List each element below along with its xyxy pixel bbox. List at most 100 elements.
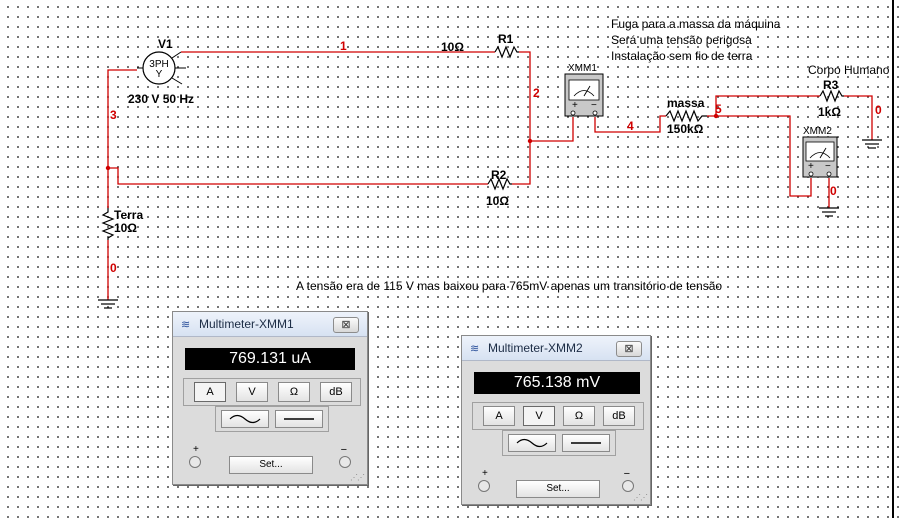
mode-button-decibel[interactable]: dB bbox=[320, 382, 352, 402]
close-icon[interactable]: ⊠ bbox=[333, 317, 359, 333]
wire-bottom bbox=[108, 167, 488, 185]
close-icon[interactable]: ⊠ bbox=[616, 341, 642, 357]
negative-terminal-icon[interactable] bbox=[339, 456, 351, 468]
multimeter-display: 769.131 uA bbox=[185, 348, 355, 370]
mode-button-group: A V Ω dB bbox=[183, 378, 361, 406]
mode-button-decibel[interactable]: dB bbox=[603, 406, 635, 426]
meter-xmm1-name: XMM1 bbox=[568, 63, 597, 74]
multimeter-title: Multimeter-XMM1 bbox=[199, 317, 294, 331]
resistor-massa[interactable]: massa 150kΩ bbox=[665, 96, 707, 136]
negative-terminal-icon[interactable] bbox=[622, 480, 634, 492]
resistor-r2[interactable]: R2 10Ω bbox=[486, 168, 512, 208]
wire-net-5 bbox=[707, 95, 820, 117]
positive-terminal-icon[interactable] bbox=[478, 480, 490, 492]
resistor-r3-name: R3 bbox=[823, 78, 839, 92]
resistor-massa-name: massa bbox=[667, 96, 705, 110]
resistor-r2-name: R2 bbox=[491, 168, 507, 182]
dc-wave-button[interactable] bbox=[275, 410, 323, 428]
resize-grip-icon[interactable]: ⋰⋰ bbox=[633, 493, 648, 502]
svg-text:−: − bbox=[825, 161, 831, 172]
junction-dot bbox=[527, 138, 533, 144]
resistor-r1[interactable]: R1 10Ω bbox=[441, 32, 519, 59]
multimeter-titlebar[interactable]: ≋ Multimeter-XMM2 ⊠ bbox=[462, 336, 650, 361]
mode-button-ohm[interactable]: Ω bbox=[563, 406, 595, 426]
ac-wave-button[interactable] bbox=[221, 410, 269, 428]
signal-type-group bbox=[215, 406, 329, 432]
source-name: V1 bbox=[158, 37, 173, 51]
sine-wave-icon bbox=[229, 414, 261, 424]
net-label: 0 bbox=[830, 184, 837, 198]
negative-terminal-label: − bbox=[623, 468, 630, 480]
net-label: 0 bbox=[110, 261, 117, 275]
note-line: Fuga para a massa da máquina bbox=[611, 17, 781, 31]
set-button[interactable]: Set... bbox=[516, 480, 600, 498]
dc-line-icon bbox=[571, 442, 601, 444]
mode-button-volt[interactable]: V bbox=[236, 382, 268, 402]
positive-terminal-label: + bbox=[482, 468, 488, 479]
signal-type-group bbox=[502, 430, 616, 456]
junction-dot bbox=[105, 165, 111, 171]
resistor-terra-name: Terra bbox=[114, 208, 143, 222]
resistor-terra[interactable]: Terra 10Ω bbox=[101, 208, 143, 240]
net-label: 4 bbox=[627, 119, 634, 133]
positive-terminal-icon[interactable] bbox=[189, 456, 201, 468]
multimeter-display: 765.138 mV bbox=[474, 372, 640, 394]
junctions bbox=[105, 113, 719, 171]
note-line: Será uma tensão perigosa bbox=[611, 33, 752, 47]
svg-text:+: + bbox=[808, 161, 814, 172]
meter-xmm2-symbol[interactable]: + − XMM2 bbox=[802, 126, 838, 178]
ground-icon bbox=[862, 139, 882, 149]
mode-button-ampere[interactable]: A bbox=[194, 382, 226, 402]
net-label: 2 bbox=[533, 86, 540, 100]
negative-terminal-label: − bbox=[340, 444, 347, 456]
source-value: 230 V 50 Hz bbox=[128, 92, 194, 106]
net-label: 3 bbox=[110, 108, 117, 122]
canvas-right-border bbox=[892, 0, 894, 518]
resistor-r3[interactable]: R3 1kΩ bbox=[818, 78, 844, 119]
multimeter-window-xmm1[interactable]: ≋ Multimeter-XMM1 ⊠ 769.131 uA A V Ω dB … bbox=[172, 311, 368, 485]
wire-net-2 bbox=[512, 51, 531, 185]
mode-button-group: A V Ω dB bbox=[472, 402, 644, 430]
ground-icon bbox=[819, 207, 839, 217]
wire-net-4 bbox=[594, 115, 666, 133]
net-label: 1 bbox=[340, 39, 347, 53]
caption-text: A tensão era de 115 V mas baixou para 76… bbox=[296, 279, 722, 293]
source-v1[interactable]: 3PH Y V1 230 V 50 Hz bbox=[128, 37, 194, 106]
mode-button-ampere[interactable]: A bbox=[483, 406, 515, 426]
resistor-terra-value: 10Ω bbox=[114, 221, 137, 235]
multimeter-window-xmm2[interactable]: ≋ Multimeter-XMM2 ⊠ 765.138 mV A V Ω dB … bbox=[461, 335, 651, 505]
multimeter-logo-icon: ≋ bbox=[181, 319, 191, 331]
wire-r3-ground bbox=[844, 95, 873, 140]
net-label: 0 bbox=[875, 103, 882, 117]
wires bbox=[107, 51, 873, 300]
wire-net-3 bbox=[107, 69, 137, 208]
resistor-r1-name: R1 bbox=[498, 32, 514, 46]
multimeter-titlebar[interactable]: ≋ Multimeter-XMM1 ⊠ bbox=[173, 312, 367, 337]
svg-text:−: − bbox=[591, 100, 597, 111]
net-label: 5 bbox=[715, 102, 722, 116]
wire-node-xmm2 bbox=[716, 115, 812, 197]
ac-wave-button[interactable] bbox=[508, 434, 556, 452]
positive-terminal-label: + bbox=[193, 444, 199, 455]
ground-icon bbox=[98, 299, 118, 309]
source-symbol-bottom: Y bbox=[156, 69, 163, 80]
resistor-r2-value: 10Ω bbox=[486, 194, 509, 208]
wire-node-xmm1 bbox=[530, 117, 574, 142]
resistor-massa-value: 150kΩ bbox=[667, 122, 704, 136]
sine-wave-icon bbox=[516, 438, 548, 448]
resize-grip-icon[interactable]: ⋰⋰ bbox=[350, 473, 365, 482]
dc-line-icon bbox=[284, 418, 314, 420]
note-line: Instalação sem fio de terra bbox=[611, 49, 753, 63]
dc-wave-button[interactable] bbox=[562, 434, 610, 452]
set-button[interactable]: Set... bbox=[229, 456, 313, 474]
resistor-r3-value: 1kΩ bbox=[818, 105, 841, 119]
multimeter-logo-icon: ≋ bbox=[470, 343, 480, 355]
junction-dot bbox=[713, 113, 719, 119]
resistor-r1-value: 10Ω bbox=[441, 40, 464, 54]
mode-button-ohm[interactable]: Ω bbox=[278, 382, 310, 402]
multimeter-title: Multimeter-XMM2 bbox=[488, 341, 583, 355]
mode-button-volt[interactable]: V bbox=[523, 406, 555, 426]
svg-text:+: + bbox=[572, 100, 578, 111]
meter-xmm1-symbol[interactable]: + − XMM1 bbox=[564, 63, 604, 117]
